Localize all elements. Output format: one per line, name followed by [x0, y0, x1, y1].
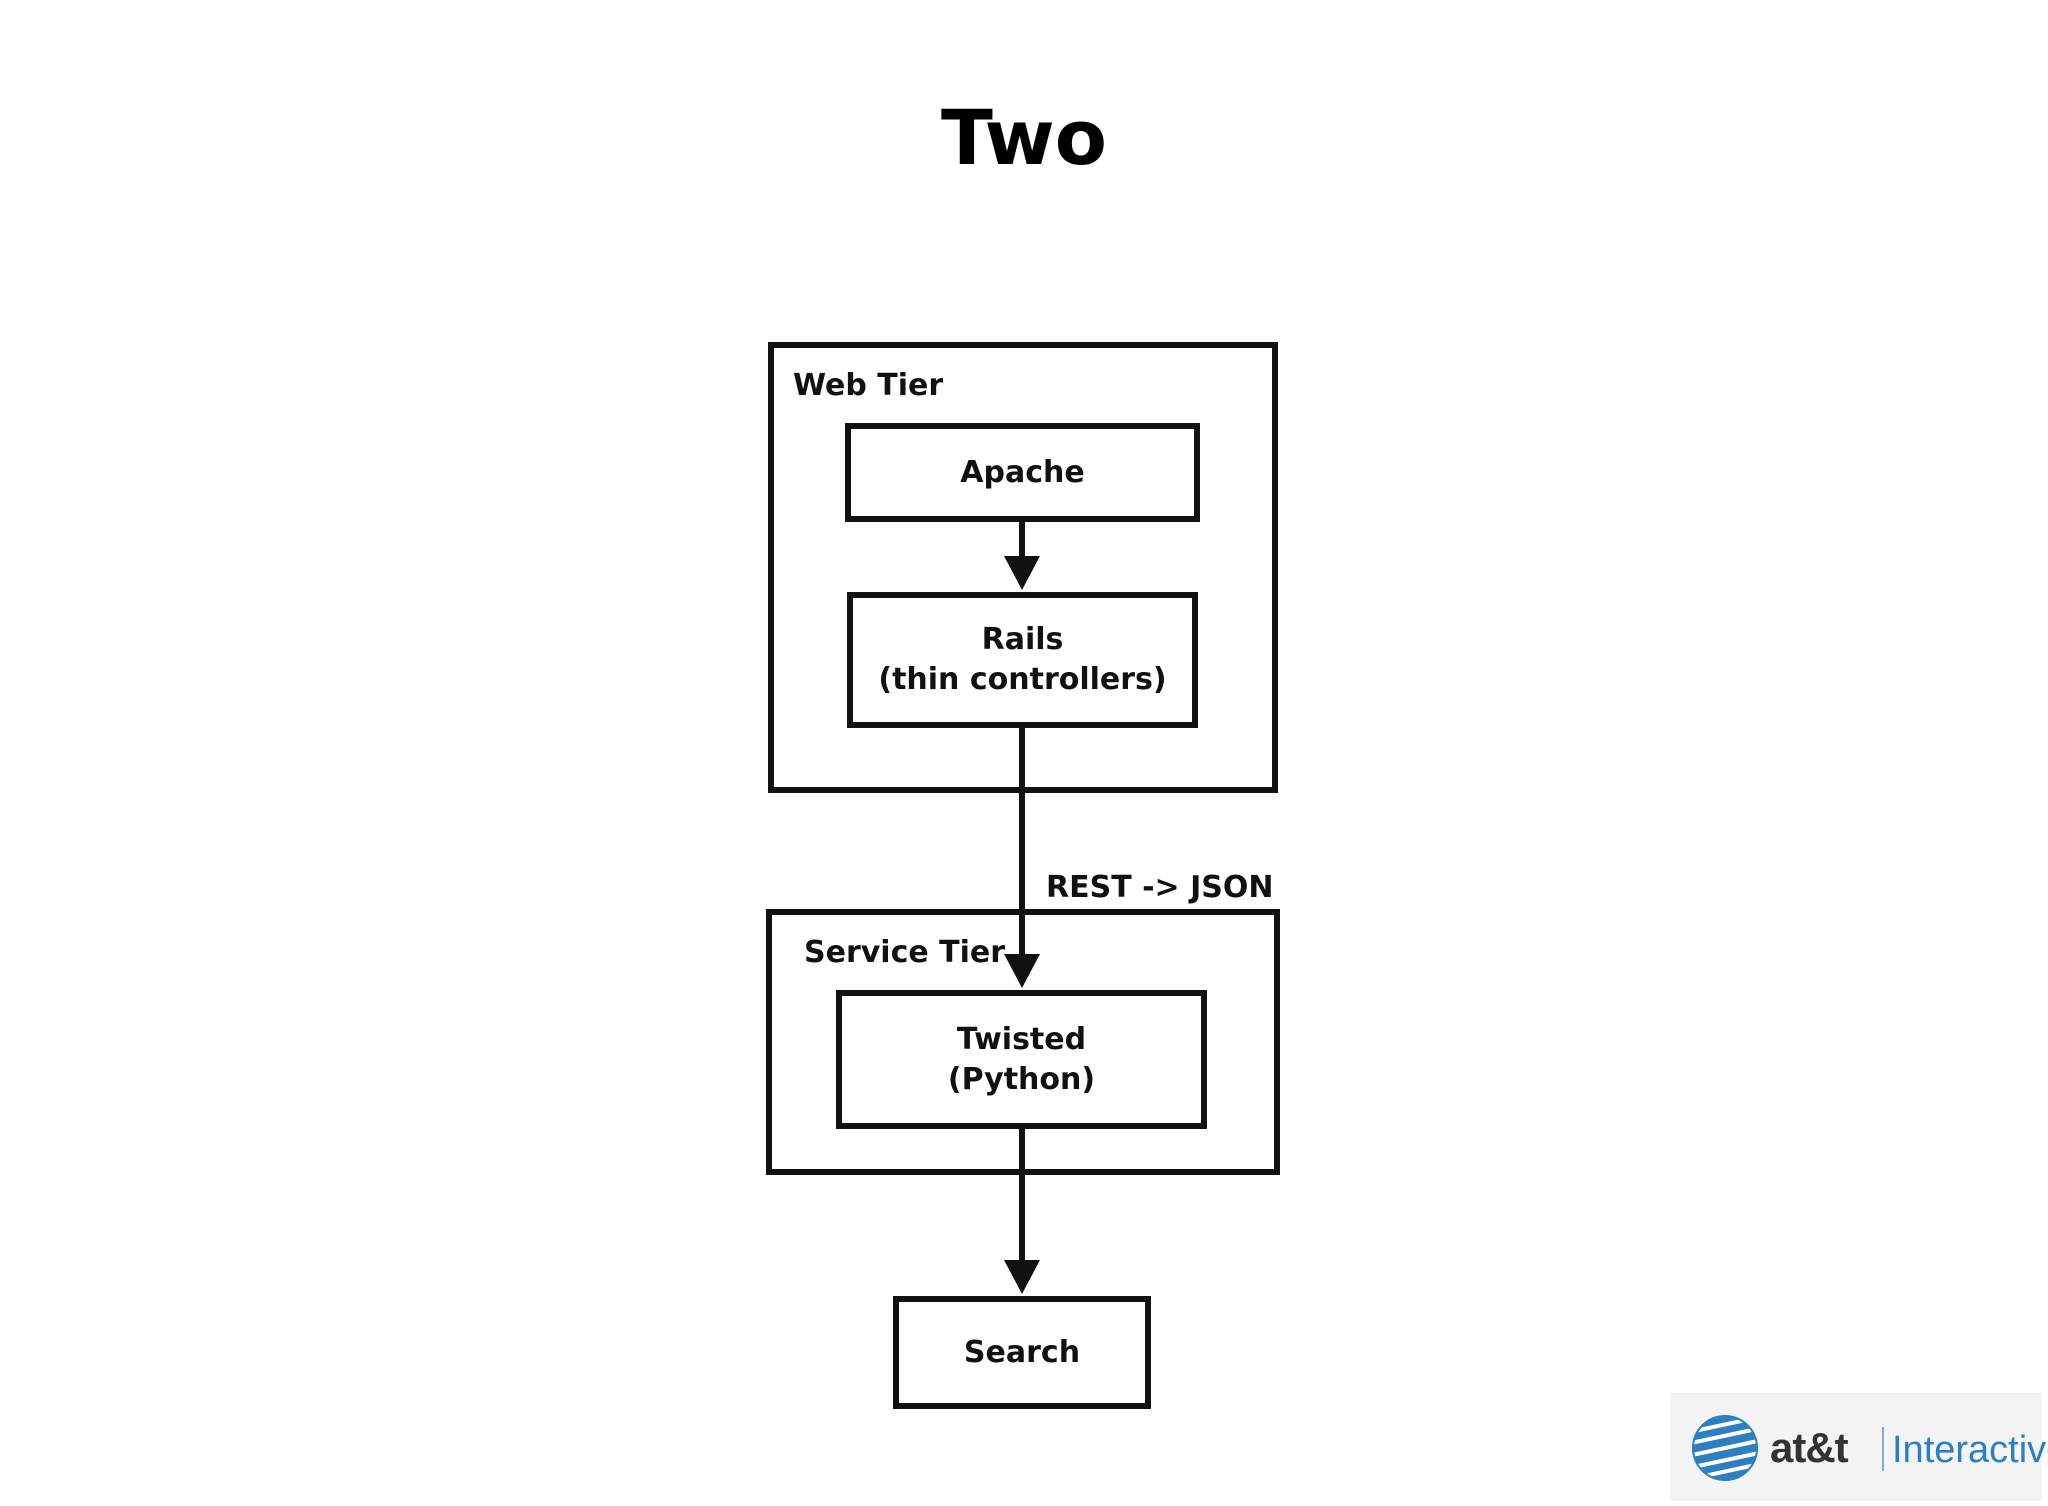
rails-node-sublabel: (thin controllers): [878, 662, 1167, 697]
edge-label-rest-json: REST -> JSON: [1044, 870, 1276, 906]
web-tier-label: Web Tier: [793, 368, 944, 403]
att-globe-icon: [1692, 1415, 1758, 1481]
att-interactive-logo: at&t Interactive: [1670, 1393, 2048, 1501]
rails-node-label: Rails: [981, 622, 1064, 657]
search-node-label: Search: [963, 1334, 1081, 1370]
arrowhead-twisted-search: [1004, 1260, 1040, 1294]
logo-divider: [1882, 1427, 1884, 1471]
service-tier-label: Service Tier: [804, 935, 1006, 970]
apache-node-label: Apache: [960, 454, 1085, 490]
twisted-node: Twisted (Python): [836, 990, 1207, 1129]
search-node: Search: [893, 1296, 1151, 1409]
twisted-node-sublabel: (Python): [947, 1061, 1096, 1097]
logo-brand-text: at&t: [1770, 1424, 1849, 1471]
logo-product-text: Interactive: [1892, 1429, 2048, 1471]
twisted-node-label: Twisted: [956, 1021, 1087, 1057]
rails-node: Rails (thin controllers): [847, 592, 1198, 728]
slide-title: Two: [941, 93, 1107, 182]
apache-node: Apache: [845, 423, 1200, 522]
